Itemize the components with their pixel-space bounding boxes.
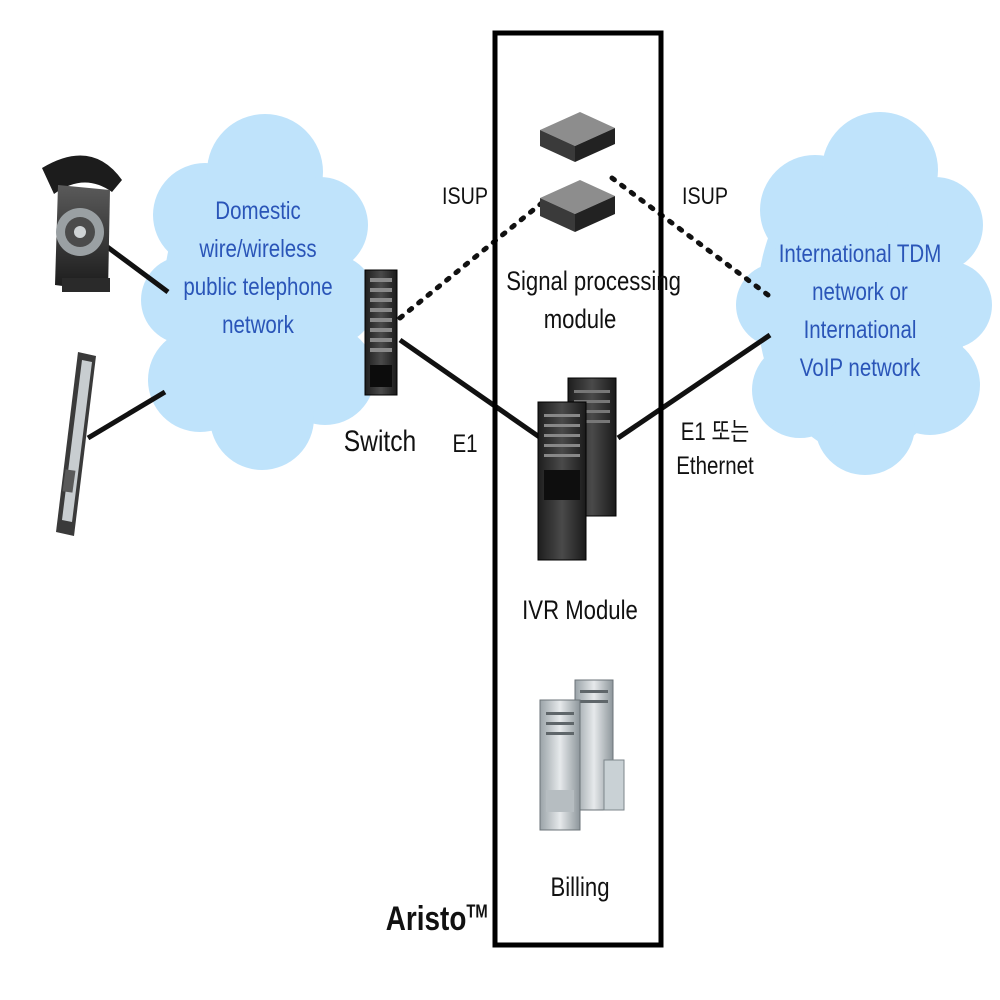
signal-processing-label-line-2: module — [543, 304, 617, 334]
domestic-network-label-line-4: network — [222, 311, 294, 339]
international-network-label-line-2: network or International — [803, 278, 917, 344]
billing-label: Billing — [550, 872, 610, 902]
e1-right-label-line-1: E1 또는 — [680, 418, 750, 446]
billing-server-icon — [539, 679, 625, 831]
signal-processing-label-line-1: Signal processing — [506, 266, 681, 296]
ivr-server-icon — [537, 377, 617, 561]
e1-right-label: E1 또는 Ethernet — [674, 415, 756, 483]
switch-label: Switch — [343, 425, 417, 458]
e1-right-label-line-2: Ethernet — [676, 452, 754, 480]
e1-left-label: E1 — [452, 430, 478, 458]
domestic-network-label-line-2: wire/wireless — [199, 235, 317, 263]
aristo-name: Aristo — [385, 900, 467, 938]
isup-left-label: ISUP — [442, 183, 488, 210]
aristo-system-title: AristoTM — [385, 900, 488, 939]
isup-right-label: ISUP — [682, 183, 728, 210]
aristo-trademark: TM — [466, 901, 488, 922]
international-network-label: International TDM network or Internation… — [758, 235, 963, 387]
aristo-system-boundary — [492, 30, 664, 948]
e1-link-switch-ivr — [398, 337, 550, 446]
domestic-network-label-line-1: Domestic — [215, 197, 301, 225]
desk-phone-icon — [42, 155, 122, 292]
isup-link-left — [397, 195, 551, 321]
domestic-network-label-line-3: public telephone — [183, 273, 333, 301]
switch-icon — [364, 269, 398, 396]
international-network-label-line-3: VoIP network — [799, 354, 921, 382]
mobile-phone-icon — [56, 352, 96, 536]
mobile-to-network-link — [86, 389, 167, 441]
phone-to-network-link — [96, 237, 170, 295]
domestic-network-label: Domestic wire/wireless public telephone … — [176, 192, 340, 344]
domestic-cloud-shape — [141, 114, 376, 470]
ivr-module-label: IVR Module — [522, 595, 638, 625]
isup-link-right — [609, 175, 771, 298]
e1-link-ivr-international — [616, 332, 772, 441]
international-network-label-line-1: International TDM — [778, 240, 942, 268]
signal-processing-icon — [540, 112, 615, 232]
signal-processing-label: Signal processing module — [506, 262, 681, 338]
